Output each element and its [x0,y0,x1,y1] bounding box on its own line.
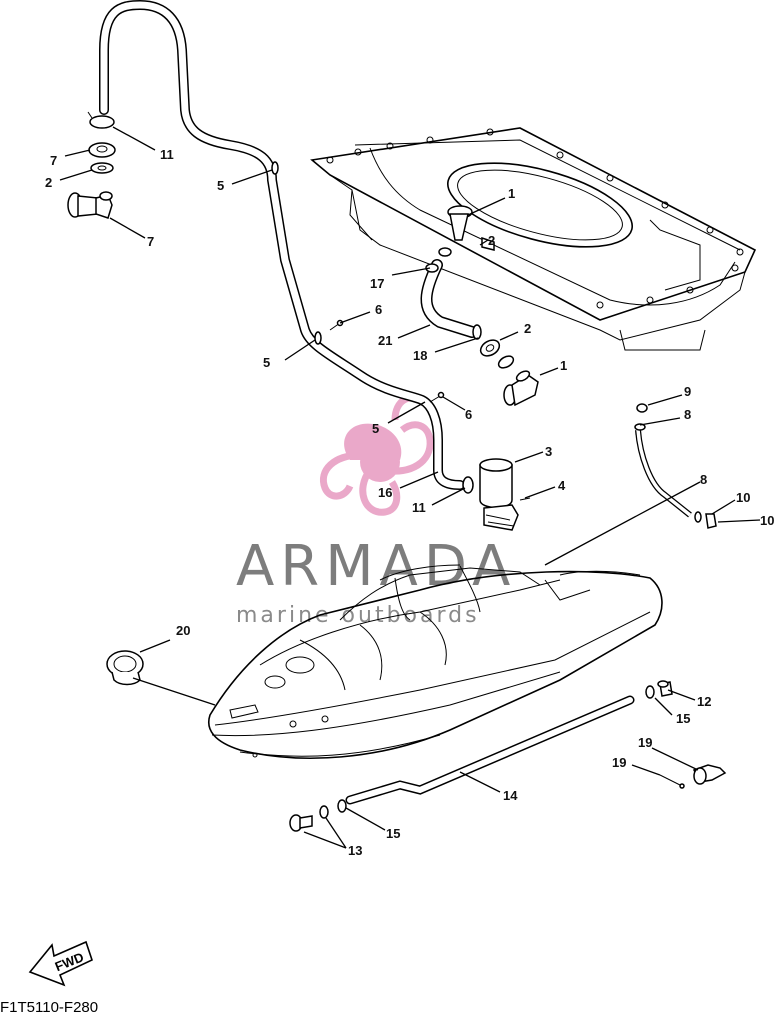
part-label-19-bottom: 18 [413,348,427,363]
part-label-19-top: 17 [370,276,384,291]
part-label-11-top: 11 [160,147,174,162]
part-label-10-top: 9 [684,384,691,399]
part-label-5-bottom: 5 [372,421,379,436]
bilge-hose-icon [634,403,717,529]
hose-clamp-icon-2 [271,161,482,494]
thru-hull-fitting-icon [67,191,113,219]
part-label-7-top: 7 [50,153,57,168]
part-label-6-top: 6 [375,302,382,317]
fitting-icon-12 [645,680,673,699]
armada-logo-icon [320,394,434,516]
watermark-tagline: marine outboards [236,603,480,628]
part-label-3: 3 [545,444,552,459]
part-label-20: 20 [176,623,190,638]
latch-icon [659,764,727,789]
fitting-icon-13 [289,799,347,832]
part-label-4: 4 [558,478,566,493]
pipe-icon [345,695,635,805]
part-label-10-bottom: 10 [760,513,774,528]
part-label-15-left: 15 [386,826,400,841]
part-label-8-top: 8 [684,407,691,422]
tray-fitting-icon [438,205,495,257]
part-label-5-mid: 5 [263,355,270,370]
part-label-6-bottom: 6 [465,407,472,422]
part-label-13: 13 [348,843,362,858]
screw-icon [329,319,445,403]
fwd-arrow-icon: FWD [28,940,93,987]
nut-icon-2 [479,339,501,357]
part-label-15-right: 15 [676,711,690,726]
part-label-21: 21 [378,333,392,348]
hose-clamp-icon [87,111,115,129]
part-label-14: 14 [503,788,518,803]
boat-hull [208,564,663,759]
part-label-1-top: 1 [508,186,515,201]
part-label-5-top: 5 [217,178,224,193]
fitting-icon [503,370,539,407]
part-label-2-tray: 2 [488,233,495,248]
part-label-2-top: 2 [45,175,52,190]
part-label-11-bottom: 11 [412,500,426,515]
callout-lines [59,126,761,849]
vent-hose [99,0,465,490]
washer-icon [90,162,114,174]
part-label-16: 19 [638,735,652,750]
part-label-1-mid: 1 [560,358,567,373]
washer-icon-2 [497,355,515,369]
watermark-brand: ARMADA [236,534,516,599]
bilge-pump-icon [479,458,531,531]
drain-hose [420,259,478,338]
part-label-18: 16 [378,485,392,500]
engine-tray [310,127,757,351]
part-label-17: 19 [612,755,626,770]
part-label-2-mid: 2 [524,321,531,336]
part-label-7-bottom: 7 [147,234,154,249]
part-label-8-bottom: 10 [736,490,750,505]
part-labels: 11 7 2 7 5 1 2 17 6 21 5 18 2 1 6 5 3 4 … [45,147,774,858]
part-label-9: 8 [700,472,707,487]
nut-icon [88,142,116,158]
part-label-12: 12 [697,694,711,709]
drawing-code: F1T5110-F280 [0,999,98,1015]
